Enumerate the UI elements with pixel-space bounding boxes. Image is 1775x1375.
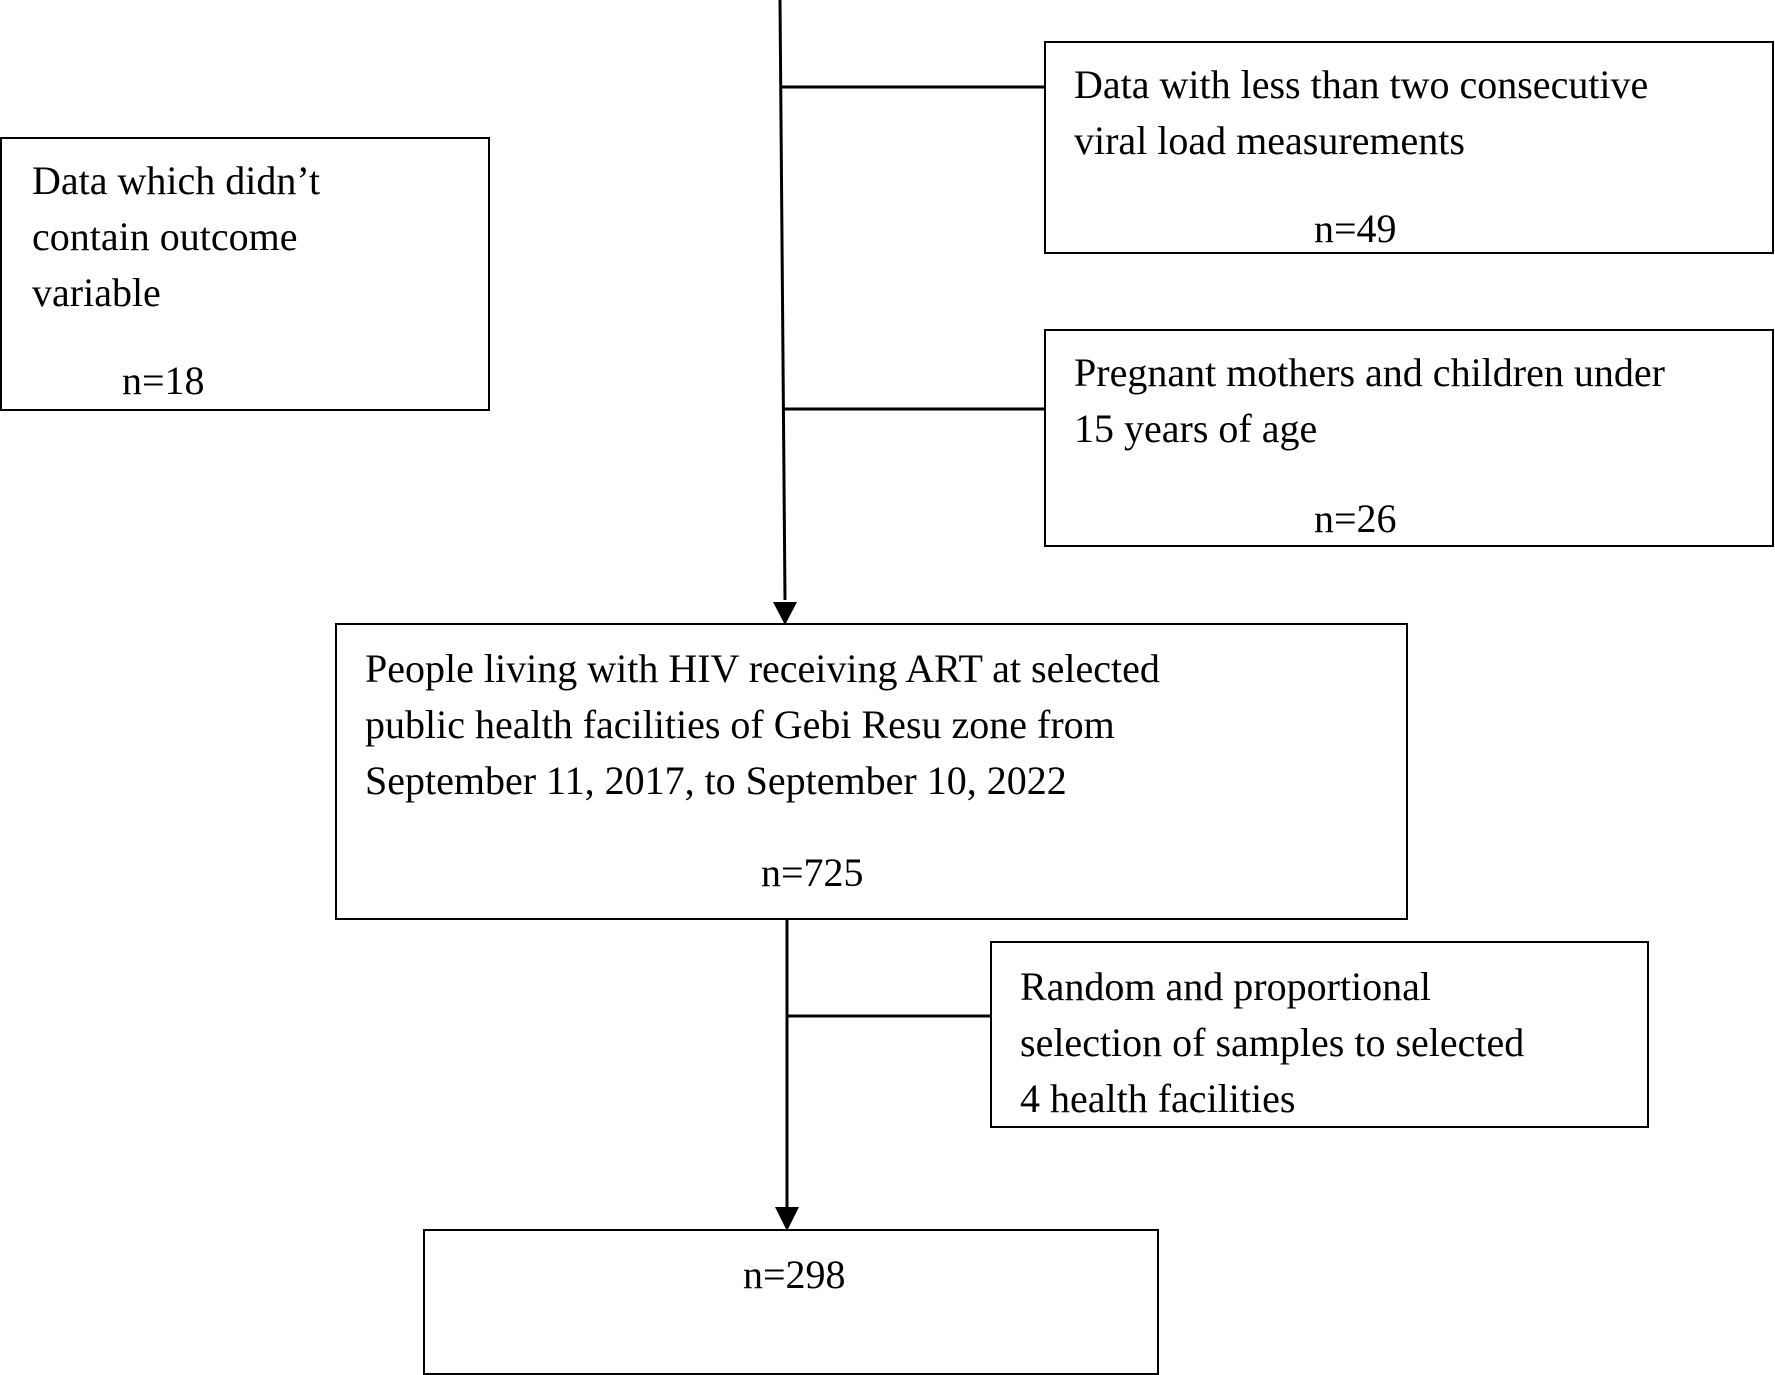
box-text-line: public health facilities of Gebi Resu zo… (365, 702, 1115, 747)
box-text-line: Random and proportional (1020, 964, 1432, 1009)
count-label: n=18 (122, 358, 205, 403)
box-text-line: 4 health facilities (1020, 1076, 1296, 1121)
box-excluded-outcome: Data which didn’t contain outcome variab… (0, 137, 490, 411)
box-excluded-viral-load: Data with less than two consecutive vira… (1044, 41, 1774, 254)
main-trunk-line (778, 0, 787, 601)
box-text-line: Pregnant mothers and children under (1074, 350, 1665, 395)
box-text-line: September 11, 2017, to September 10, 202… (365, 758, 1067, 803)
count-label: n=298 (743, 1252, 846, 1297)
box-excluded-pregnant: Pregnant mothers and children under 15 y… (1044, 329, 1774, 547)
box-sampling: Random and proportional selection of sam… (990, 941, 1649, 1128)
count-label: n=725 (761, 850, 864, 895)
box-text-line: viral load measurements (1074, 118, 1465, 163)
arrowhead-population (773, 602, 797, 625)
box-text-line: 15 years of age (1074, 406, 1318, 451)
box-text-line: selection of samples to selected (1020, 1020, 1525, 1065)
count-label: n=49 (1314, 206, 1397, 251)
box-study-population: People living with HIV receiving ART at … (335, 623, 1408, 920)
box-text-line: People living with HIV receiving ART at … (365, 646, 1160, 691)
box-final-sample: n=298 (423, 1229, 1159, 1375)
box-text-line: Data with less than two consecutive (1074, 62, 1649, 107)
count-label: n=26 (1314, 496, 1397, 541)
box-text-line: variable (32, 270, 161, 315)
arrowhead-final-sample (775, 1207, 799, 1231)
box-text-line: contain outcome (32, 214, 298, 259)
box-text-line: Data which didn’t (32, 158, 321, 203)
